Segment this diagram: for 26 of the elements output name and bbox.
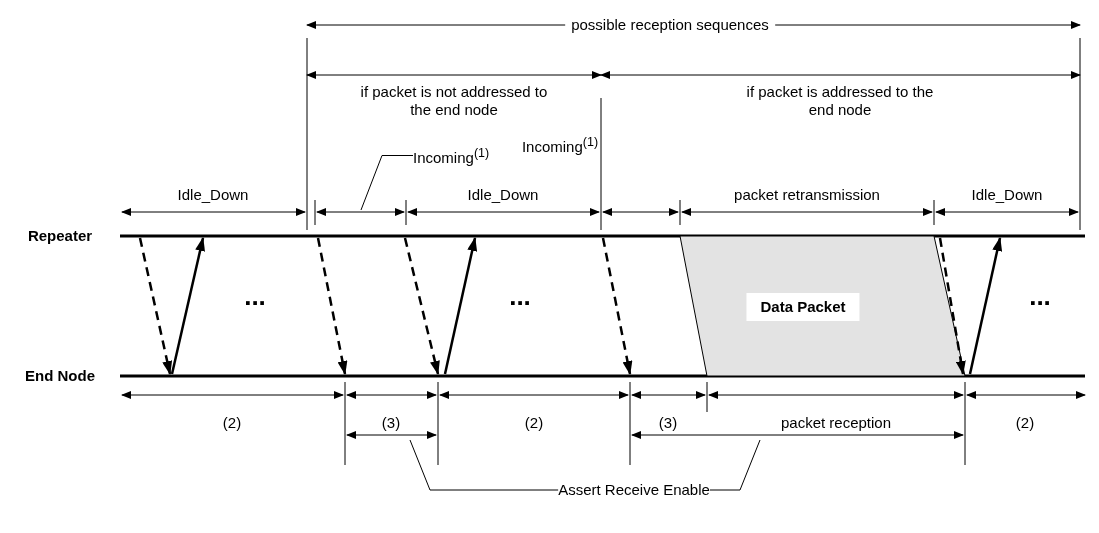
ellipsis: ... — [1029, 287, 1051, 305]
assert-receive-enable-label: Assert Receive Enable — [558, 481, 710, 499]
packet-parallelogram — [679, 235, 966, 377]
incoming-label: Incoming$^{(1)}$ — [521, 133, 599, 156]
leader-line — [709, 439, 761, 491]
ellipsis: ... — [244, 287, 266, 305]
condition-label: if packet is not addressed to the end node — [359, 83, 549, 119]
dimension-label: (2) — [524, 414, 544, 432]
dimension-label: Idle_Down — [971, 186, 1043, 204]
dimension-label: (2) — [222, 414, 242, 432]
leader-line — [360, 155, 414, 211]
incoming-label: Incoming$^{(1)}$ — [413, 144, 490, 167]
leader-line — [409, 439, 559, 491]
dimension-label: (2) — [1015, 414, 1035, 432]
dimension-label: (3) — [658, 414, 678, 432]
dimension-label: Idle_Down — [177, 186, 249, 204]
dimension-label: packet reception — [780, 414, 892, 432]
dimension-label: possible reception sequences — [565, 16, 775, 34]
ellipsis: ... — [509, 287, 531, 305]
dimension-label: Idle_Down — [467, 186, 539, 204]
timeline-label: Repeater — [27, 227, 93, 245]
packet-label: Data Packet — [746, 293, 860, 321]
condition-label: if packet is addressed to the end node — [745, 83, 935, 119]
timeline-label: End Node — [25, 367, 95, 385]
dimension-label: packet retransmission — [734, 186, 880, 204]
dimension-label: (3) — [381, 414, 401, 432]
